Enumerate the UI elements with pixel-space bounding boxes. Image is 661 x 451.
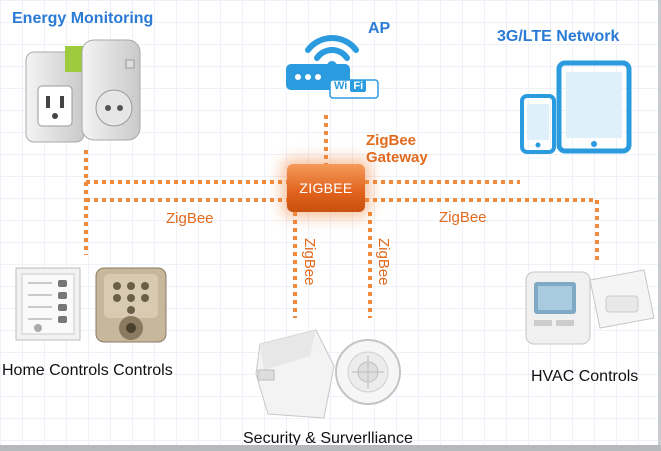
motion-sensor-icon: [255, 329, 335, 419]
zigbee-gateway-label: ZigBee Gateway: [366, 132, 428, 166]
energy-monitoring-title: Energy Monitoring: [12, 10, 154, 27]
wifi-badge-wi: Wi: [334, 80, 348, 92]
home-controls-title: Home Controls Controls: [2, 362, 173, 379]
hvac-controls-title: HVAC Controls: [531, 368, 639, 385]
zigbee-link-label-vertical-left: ZigBee: [301, 238, 318, 286]
smoke-detector-icon: [335, 339, 401, 405]
wifi-badge: Wi Fi: [334, 80, 367, 92]
zigbee-gateway-label-line1: ZigBee: [366, 132, 417, 149]
zigbee-gateway-label-line2: Gateway: [366, 149, 428, 166]
phone-icon: [520, 94, 556, 154]
right-edge: [658, 0, 661, 451]
keypad-icon: [15, 267, 81, 341]
tablet-icon: [556, 60, 632, 154]
zigbee-link-label-right: ZigBee: [439, 209, 487, 226]
thermostat-icon: [525, 269, 655, 345]
ap-title: AP: [368, 20, 391, 37]
security-title: Security & Surverlliance: [243, 430, 413, 447]
gateway-box-label: ZIGBEE: [299, 180, 353, 196]
wifi-badge-fi: Fi: [350, 80, 367, 92]
energy-plug-icon: [25, 39, 141, 143]
zigbee-link-label-vertical-right: ZigBee: [375, 238, 392, 286]
zigbee-link-label-left: ZigBee: [166, 210, 214, 227]
zigbee-gateway-box: ZIGBEE: [287, 164, 365, 212]
door-lock-icon: [95, 267, 167, 343]
bottom-edge: [0, 445, 661, 451]
network-title: 3G/LTE Network: [497, 28, 620, 45]
